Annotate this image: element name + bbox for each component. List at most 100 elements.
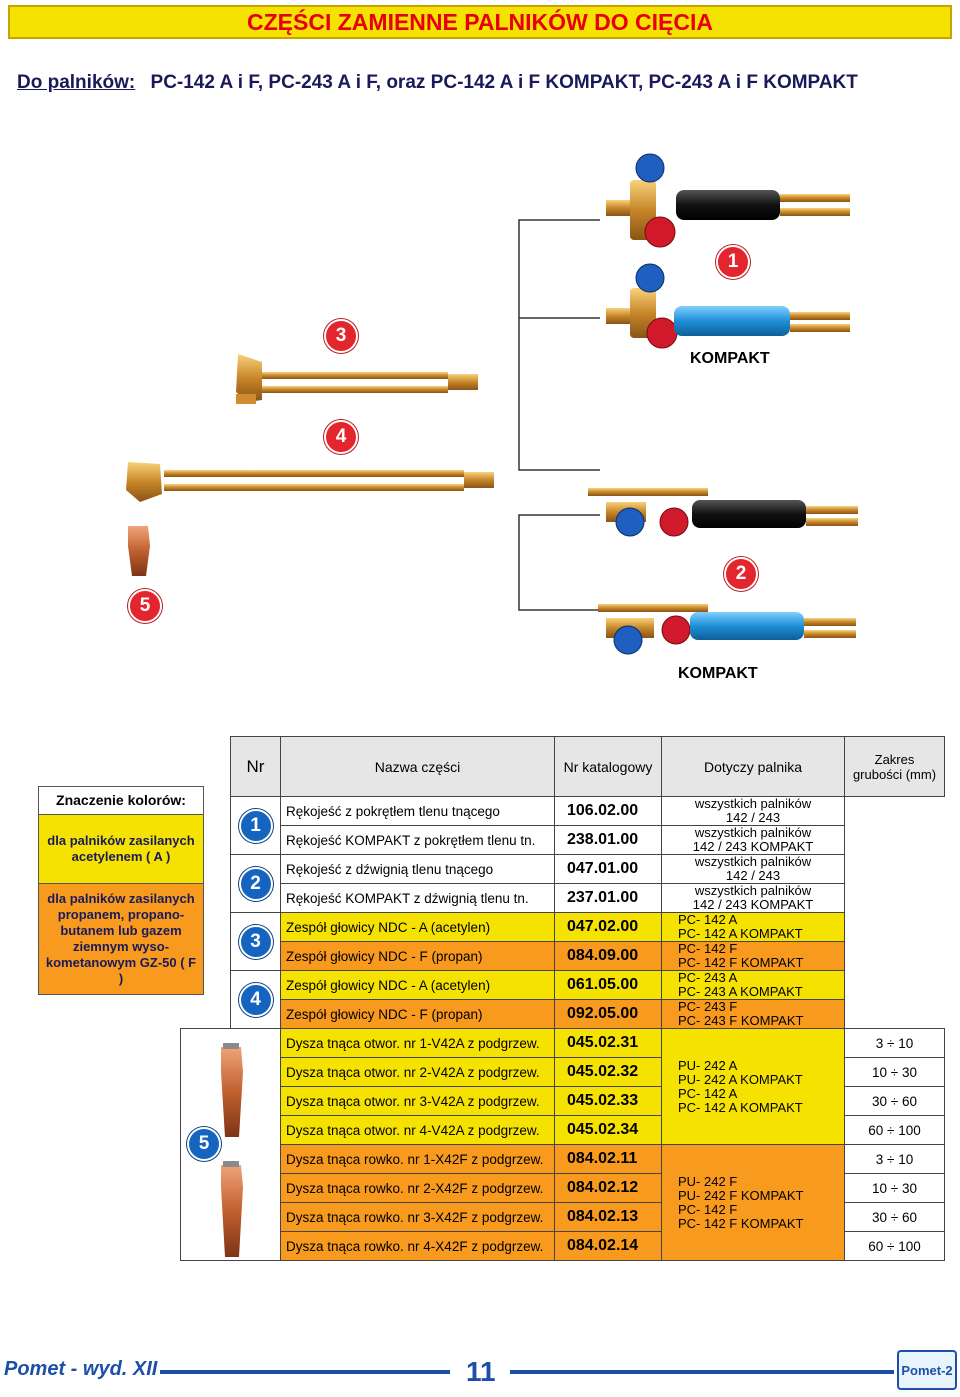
applies-line: PU- 242 A KOMPAKT	[678, 1071, 803, 1087]
catalog-number: 084.02.13	[554, 1202, 662, 1232]
part-name: Rękojeść z pokrętłem tlenu tnącego	[280, 796, 555, 826]
header-nr: Nr	[230, 736, 281, 797]
catalog-number: 045.02.31	[554, 1028, 662, 1058]
footer-rule-right	[510, 1370, 894, 1374]
handle-black-knob	[606, 153, 850, 248]
part-name: Zespół głowicy NDC - A (acetylen)	[280, 970, 555, 1000]
color-legend: Znaczenie kolorów: dla palników zasilany…	[38, 786, 204, 995]
nr-cell-4: 4	[230, 970, 281, 1029]
kompakt-label-1: KOMPAKT	[690, 350, 770, 367]
nr-badge-3: 3	[238, 924, 273, 959]
nr-badge-1: 1	[238, 808, 273, 843]
catalog-number: 084.09.00	[554, 941, 662, 971]
header-range: Zakres grubości (mm)	[844, 736, 945, 797]
applies-line: PU- 242 F	[678, 1173, 738, 1189]
thickness-range: 3 ÷ 10	[844, 1144, 945, 1174]
catalog-number: 084.02.12	[554, 1173, 662, 1203]
page-number: 11	[466, 1356, 496, 1387]
part-name: Zespół głowicy NDC - F (propan)	[280, 941, 555, 971]
part-name: Zespół głowicy NDC - A (acetylen)	[280, 912, 555, 942]
nozzle-images	[221, 1043, 243, 1257]
catalog-number: 047.02.00	[554, 912, 662, 942]
applies-line: 142 / 243	[725, 868, 781, 883]
thickness-range: 10 ÷ 30	[844, 1173, 945, 1203]
applies-line: PC- 142 F KOMPAKT	[678, 1215, 804, 1231]
table-row: 3 Zespół głowicy NDC - A (acetylen) 047.…	[181, 912, 945, 971]
applies-cell: PU- 242 A PU- 242 A KOMPAKT PC- 142 A PC…	[661, 1028, 845, 1145]
catalog-number: 238.01.00	[554, 825, 662, 855]
applies-line: PC- 142 A KOMPAKT	[678, 926, 803, 941]
applies-line: 142 / 243	[725, 810, 781, 825]
applies-line: wszystkich palników	[694, 825, 812, 840]
thickness-range: 30 ÷ 60	[844, 1202, 945, 1232]
header-catalog: Nr katalogowy	[554, 736, 662, 797]
pomet-logo: Pomet-2	[897, 1350, 957, 1390]
nozzle-name: Dysza tnąca rowko. nr 1-X42F z podgrzew.	[280, 1144, 555, 1174]
nozzle-name: Dysza tnąca otwor. nr 4-V42A z podgrzew.	[280, 1115, 555, 1145]
cutting-head-4	[126, 462, 494, 502]
applies-line: PC- 243 A	[678, 970, 738, 985]
cutting-head-3	[236, 354, 478, 404]
page-title: CZĘŚCI ZAMIENNE PALNIKÓW DO CIĘCIA	[8, 5, 952, 39]
thickness-range: 60 ÷ 100	[844, 1115, 945, 1145]
applies-line: PC- 243 F KOMPAKT	[678, 1013, 804, 1028]
nr-badge-2: 2	[238, 866, 273, 901]
handle-black-lever	[588, 488, 858, 537]
nr-badge-5: 5	[187, 1127, 221, 1161]
applies-line: PU- 242 A	[678, 1057, 738, 1073]
applies-line: PC- 142 F KOMPAKT	[678, 955, 804, 970]
catalog-number: 045.02.33	[554, 1086, 662, 1116]
table-row: 1 Rękojeść z pokrętłem tlenu tnącego 106…	[181, 796, 945, 1029]
catalog-number: 045.02.34	[554, 1115, 662, 1145]
catalog-number: 061.05.00	[554, 970, 662, 1000]
nozzle-name: Dysza tnąca rowko. nr 3-X42F z podgrzew.	[280, 1202, 555, 1232]
table-row: Zespół głowicy NDC - F (propan) 092.05.0…	[181, 999, 945, 1029]
table-row: Dysza tnąca rowko. nr 3-X42F z podgrzew.…	[181, 1202, 945, 1232]
header-applies: Dotyczy palnika	[661, 736, 845, 797]
catalog-number: 045.02.32	[554, 1057, 662, 1087]
nozzle-name: Dysza tnąca otwor. nr 2-V42A z podgrzew.	[280, 1057, 555, 1087]
nozzle-name: Dysza tnąca rowko. nr 2-X42F z podgrzew.	[280, 1173, 555, 1203]
part-name: Rękojeść KOMPAKT z dźwignią tlenu tn.	[280, 883, 555, 913]
applies-line: PC- 142 A	[678, 912, 738, 927]
badge-3: 3	[324, 319, 358, 353]
legend-propane: dla palników zasilanych propanem, propan…	[39, 884, 203, 994]
part-name: Rękojeść z dźwignią tlenu tnącego	[280, 854, 555, 884]
table-row: Dysza tnąca otwor. nr 3-V42A z podgrzew.…	[181, 1086, 945, 1116]
handle-kompakt-lever	[598, 604, 856, 655]
catalog-number: 237.01.00	[554, 883, 662, 913]
footer-edition: Pomet - wyd. XII	[4, 1358, 158, 1380]
nozzle-5	[128, 526, 150, 576]
applies-line: PC- 142 A KOMPAKT	[678, 1099, 803, 1115]
table-row: Rękojeść KOMPAKT z dźwignią tlenu tn. 23…	[181, 883, 945, 913]
torch-parts-illustration	[126, 153, 858, 655]
applies-cell: PU- 242 F PU- 242 F KOMPAKT PC- 142 F PC…	[661, 1144, 845, 1261]
applies-line: PC- 142 F	[678, 941, 738, 956]
catalog-number: 106.02.00	[554, 796, 662, 826]
thickness-range: 3 ÷ 10	[844, 1028, 945, 1058]
nozzle-name: Dysza tnąca otwor. nr 1-V42A z podgrzew.	[280, 1028, 555, 1058]
applies-line: PU- 242 F KOMPAKT	[678, 1187, 804, 1203]
applies-line: 142 / 243 KOMPAKT	[692, 897, 814, 912]
applies-line: wszystkich palników	[694, 796, 812, 811]
kompakt-label-2: KOMPAKT	[678, 665, 758, 682]
nr-cell-2: 2	[230, 854, 281, 913]
applies-line: PC- 243 F	[678, 999, 738, 1014]
badge-2: 2	[724, 557, 758, 591]
table-row: Dysza tnąca otwor. nr 2-V42A z podgrzew.…	[181, 1057, 945, 1087]
table-row: 4 Zespół głowicy NDC - A (acetylen) 061.…	[181, 970, 945, 1029]
applies-line: wszystkich palników	[694, 883, 812, 898]
table-row: Dysza tnąca rowko. nr 1-X42F z podgrzew.…	[181, 1144, 945, 1261]
catalog-number: 084.02.14	[554, 1231, 662, 1261]
header-name: Nazwa części	[280, 736, 555, 797]
applies-line: PC- 142 A	[678, 1085, 738, 1101]
thickness-range: 10 ÷ 30	[844, 1057, 945, 1087]
badge-1: 1	[716, 245, 750, 279]
table-row: 2 Rękojeść z dźwignią tlenu tnącego 047.…	[181, 854, 945, 913]
